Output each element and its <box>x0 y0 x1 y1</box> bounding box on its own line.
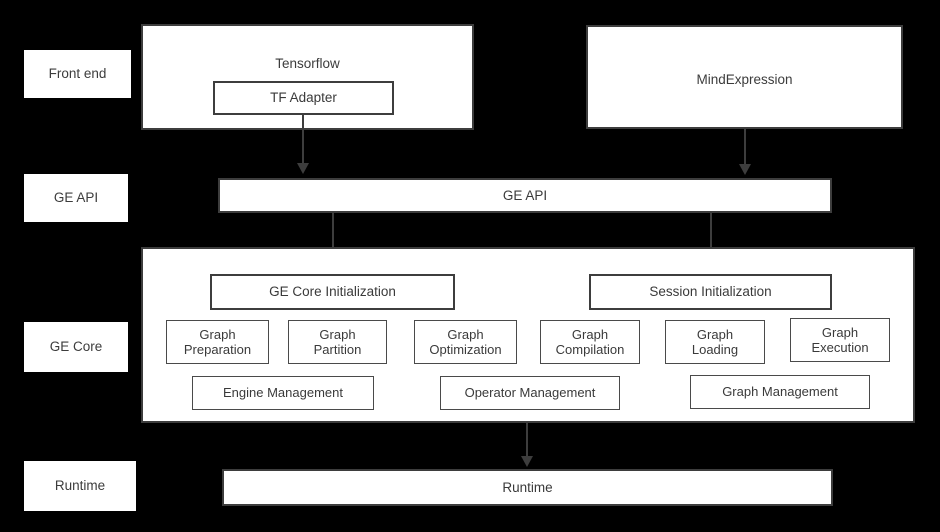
arrow-geapi-to-gecoreinit-line <box>332 213 334 263</box>
arrow-tfadapter-to-geapi-head <box>297 163 309 174</box>
layer-label-ge-core: GE Core <box>24 322 128 372</box>
tensorflow-label: Tensorflow <box>275 56 340 71</box>
session-initialization-box[interactable]: Session Initialization <box>589 274 832 310</box>
arrow-gecore-to-runtime-head <box>521 456 533 467</box>
graph-partition-box[interactable]: Graph Partition <box>288 320 387 364</box>
layer-label-runtime: Runtime <box>24 461 136 511</box>
operator-management-box[interactable]: Operator Management <box>440 376 620 410</box>
graph-compilation-box[interactable]: Graph Compilation <box>540 320 640 364</box>
layer-label-front-end: Front end <box>24 50 131 98</box>
layer-label-ge-api: GE API <box>24 174 128 222</box>
mindexpression-container[interactable]: MindExpression <box>586 25 903 129</box>
tf-adapter-box[interactable]: TF Adapter <box>213 81 394 115</box>
arrow-geapi-to-sessioninit-line <box>710 213 712 263</box>
arrow-mindexpression-to-geapi-head <box>739 164 751 175</box>
arrow-gecore-to-runtime-line <box>526 423 528 461</box>
graph-execution-box[interactable]: Graph Execution <box>790 318 890 362</box>
graph-optimization-box[interactable]: Graph Optimization <box>414 320 517 364</box>
runtime-bar[interactable]: Runtime <box>222 469 833 506</box>
graph-management-box[interactable]: Graph Management <box>690 375 870 409</box>
engine-management-box[interactable]: Engine Management <box>192 376 374 410</box>
graph-preparation-box[interactable]: Graph Preparation <box>166 320 269 364</box>
arrow-mindexpression-to-geapi-line <box>744 129 746 169</box>
ge-api-bar[interactable]: GE API <box>218 178 832 213</box>
graph-loading-box[interactable]: Graph Loading <box>665 320 765 364</box>
arrow-tfadapter-to-geapi-line <box>302 114 304 166</box>
mindexpression-label: MindExpression <box>696 72 793 87</box>
ge-core-initialization-box[interactable]: GE Core Initialization <box>210 274 455 310</box>
